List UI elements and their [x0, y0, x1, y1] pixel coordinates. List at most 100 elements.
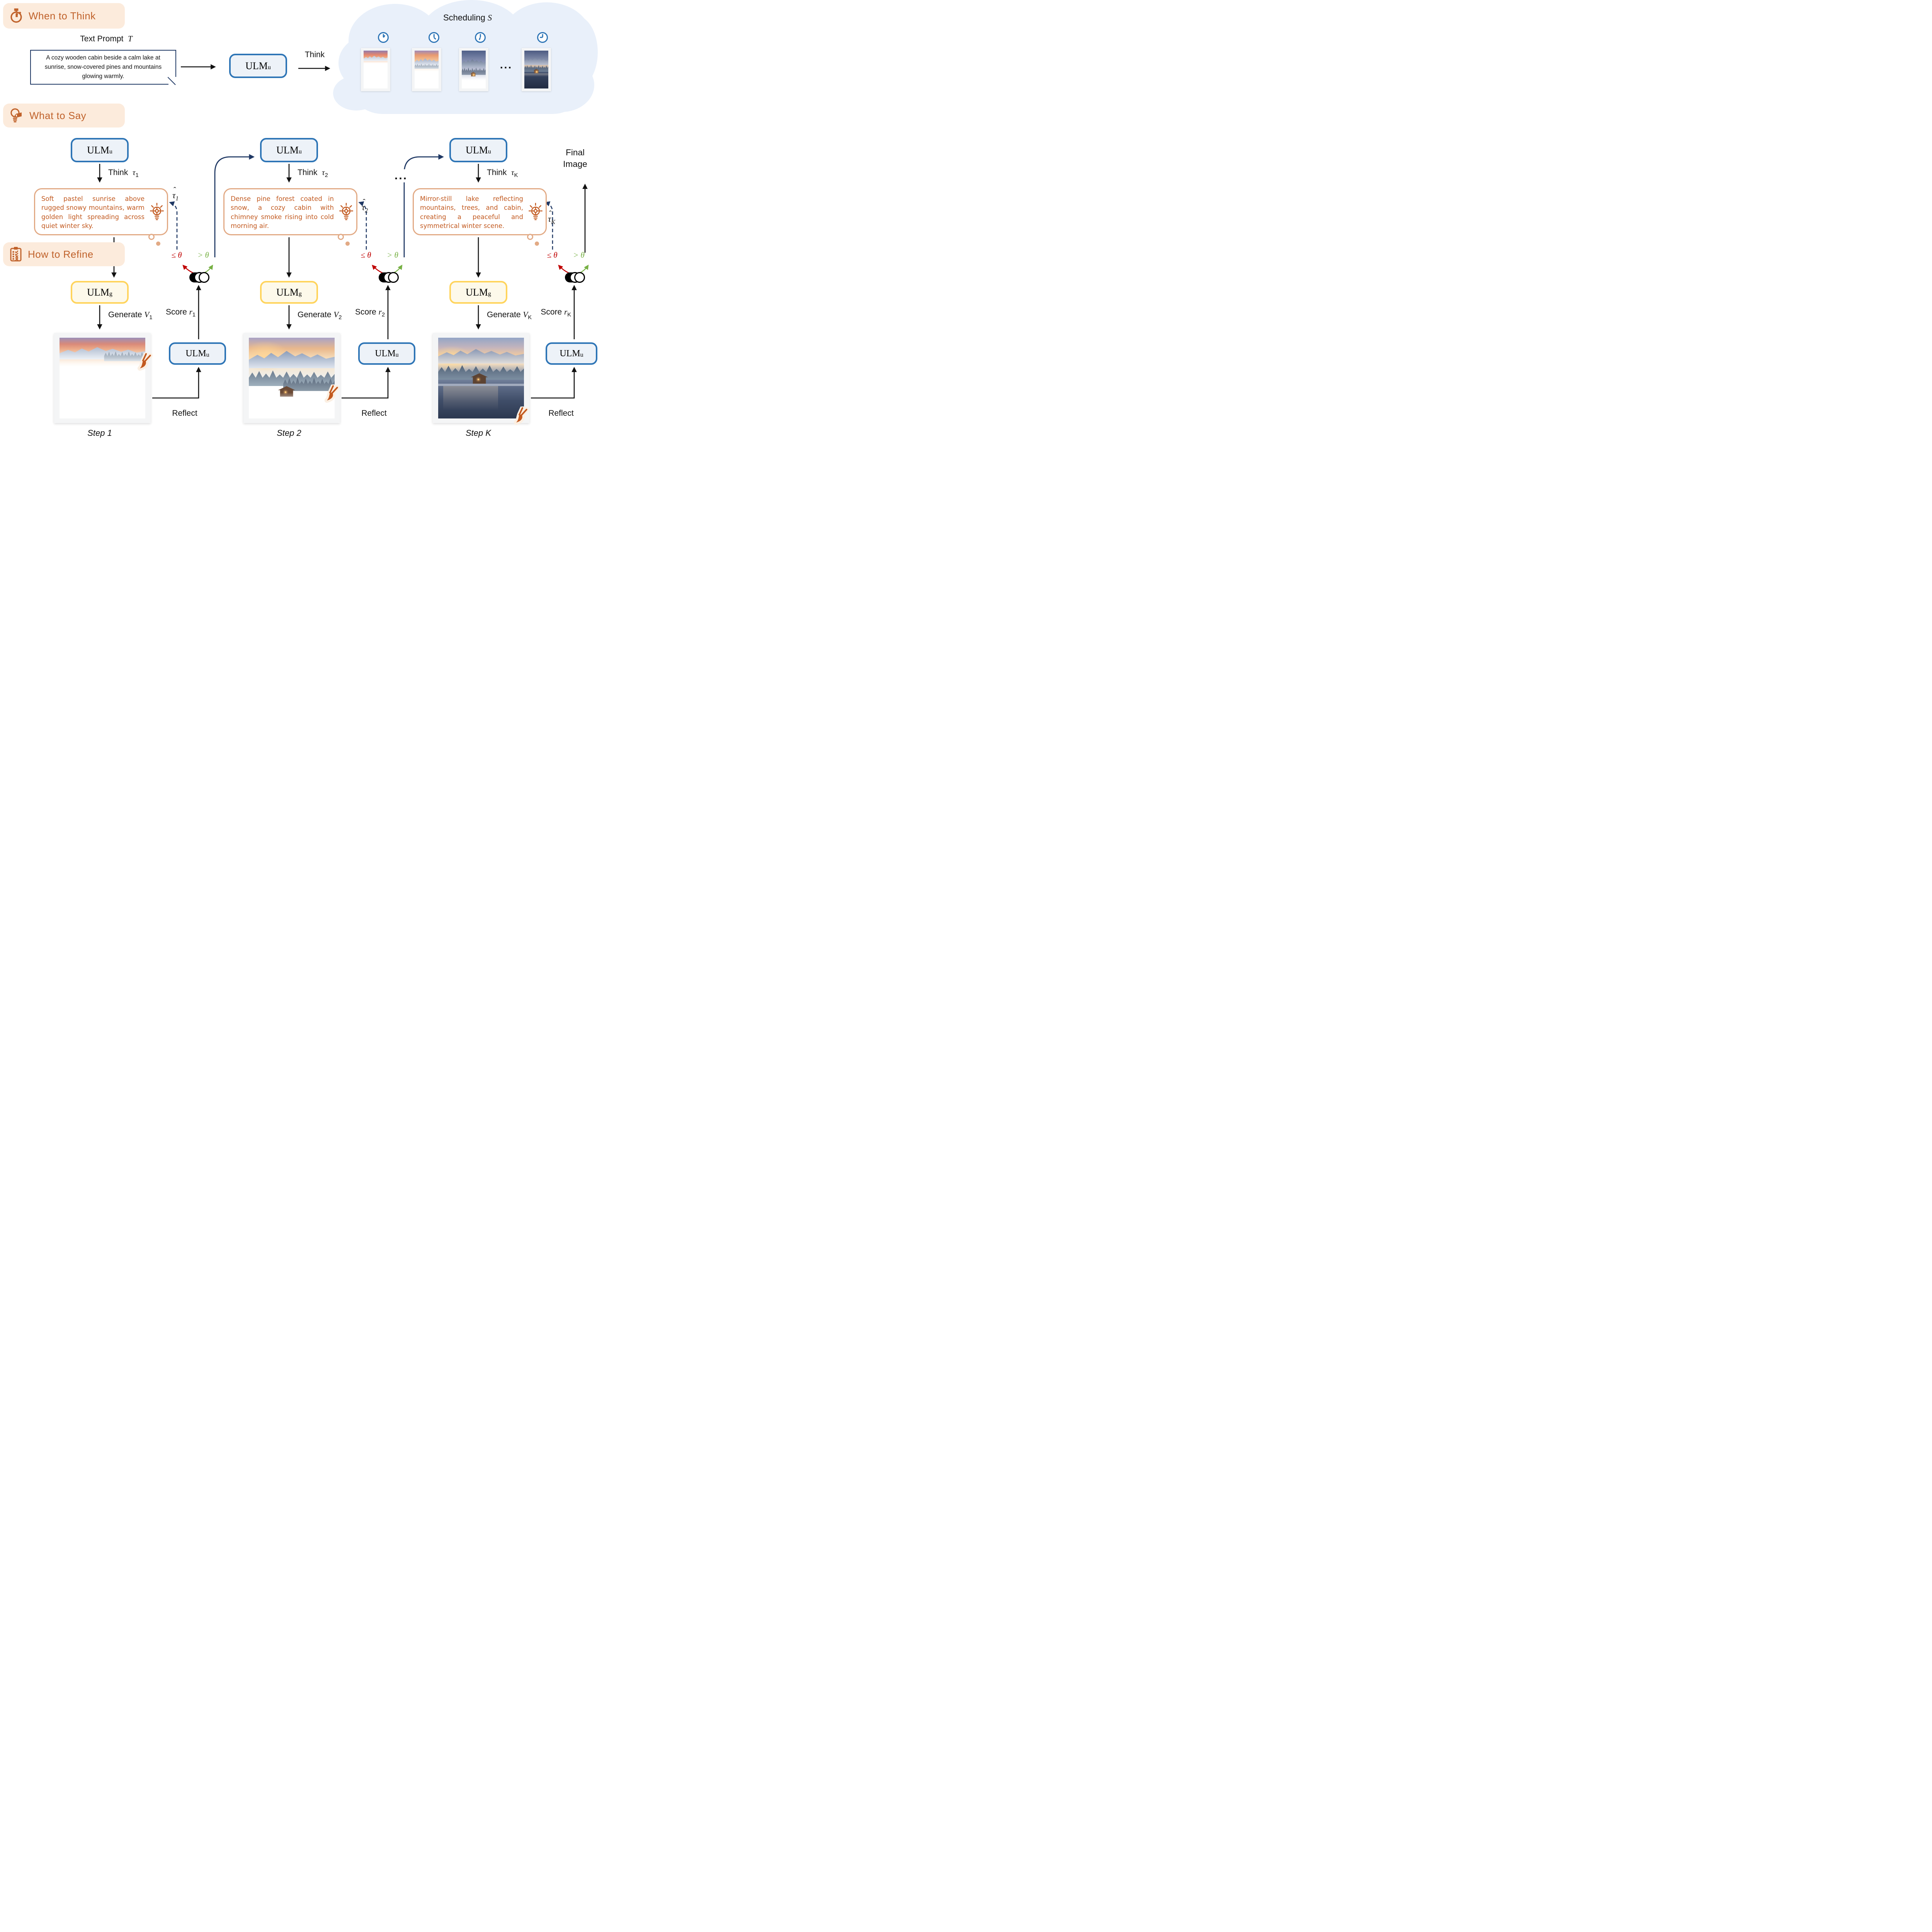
reflect-label-1: Reflect	[172, 409, 197, 418]
bubble-text: Dense pine forest coated in snow, a cozy…	[231, 195, 334, 230]
generate-label-1: Generate V1	[108, 310, 153, 321]
reflect-label-2: Reflect	[361, 409, 387, 418]
reflection	[443, 386, 498, 411]
scheduled-image-4	[522, 48, 551, 91]
toggle-knob	[574, 272, 585, 283]
generated-image-step2	[243, 333, 340, 423]
scheduled-image-1	[361, 48, 390, 91]
lightbulb-gear-icon	[339, 203, 353, 220]
photo	[438, 338, 524, 418]
think-bubble-K: Mirror-still lake reflecting mountains, …	[413, 188, 547, 235]
thought-dots-icon	[156, 242, 160, 246]
score-label-1: Score r1	[165, 307, 196, 318]
toggle-icon	[565, 272, 585, 283]
toggle-icon	[189, 272, 209, 283]
think-tau-label-2: Think τ2	[298, 168, 328, 179]
how-to-refine-badge: How to Refine	[3, 242, 125, 266]
step-label-K: Step K	[465, 428, 492, 438]
clipboard-icon	[10, 247, 22, 262]
photo	[249, 338, 335, 418]
gt-theta-label: > θ	[387, 250, 398, 260]
clock-icon	[429, 32, 439, 43]
bubble-text: Soft pastel sunrise above rugged snowy m…	[41, 195, 145, 230]
hour-hand	[434, 37, 437, 40]
le-theta-label: ≤ θ	[547, 250, 558, 260]
think-tau-label-1: Think τ1	[108, 168, 139, 179]
figure-canvas: When to Think Text Prompt T A cozy woode…	[0, 0, 598, 440]
photo	[364, 51, 388, 88]
omitted-steps-ellipsis: ...	[389, 169, 413, 182]
cabin	[533, 69, 539, 73]
think-label-top: Think	[304, 50, 325, 59]
scheduled-image-3	[459, 48, 488, 91]
score-label-2: Score r2	[355, 307, 385, 318]
thought-dots-icon	[535, 242, 539, 246]
reflect-label-K: Reflect	[548, 409, 574, 418]
photo	[415, 51, 439, 88]
photo-layer	[60, 358, 145, 418]
lightbulb-gear-icon	[150, 203, 164, 220]
badge-title: What to Say	[29, 109, 87, 121]
photo	[462, 51, 486, 88]
window-light	[473, 74, 474, 76]
text-prompt-box: A cozy wooden cabin beside a calm lake a…	[30, 50, 176, 85]
page-fold-corner	[168, 77, 176, 85]
hour-hand	[479, 37, 481, 41]
photo-layer	[249, 393, 335, 418]
photo-layer	[415, 67, 439, 88]
photo-layer	[364, 60, 388, 88]
badge-title: When to Think	[29, 10, 96, 22]
toggle-knob	[199, 272, 209, 283]
step-label-1: Step 1	[87, 428, 112, 438]
generate-label-K: Generate VK	[487, 310, 532, 321]
photo	[60, 338, 145, 418]
lake-line	[438, 384, 524, 386]
paintbrush-icon	[325, 384, 340, 403]
lightbulb-gear-icon	[529, 203, 543, 220]
photo	[524, 51, 548, 88]
think-tau-label-K: Think τK	[487, 168, 518, 179]
thought-dots-icon	[527, 234, 533, 240]
thought-dots-icon	[345, 242, 350, 246]
hour-hand	[540, 37, 543, 38]
photo-layer	[524, 73, 548, 77]
lightbulb-pencil-icon	[10, 108, 22, 122]
stopwatch-icon	[10, 8, 22, 23]
window-light	[285, 391, 287, 393]
scheduling-title: Scheduling S	[443, 13, 492, 22]
bubble-text: Mirror-still lake reflecting mountains, …	[420, 195, 523, 230]
photo-layer	[462, 76, 486, 88]
clock-icon	[378, 32, 389, 43]
window-light	[536, 71, 538, 73]
generated-image-step1	[54, 333, 151, 423]
final-image-label: Final Image	[563, 148, 587, 169]
minute-hand	[542, 34, 543, 37]
le-theta-label: ≤ θ	[171, 250, 182, 260]
toggle-icon	[379, 272, 399, 283]
badge-title: How to Refine	[28, 248, 94, 260]
text-prompt-label: Text Prompt T	[80, 34, 133, 43]
window-light	[478, 378, 480, 380]
cabin	[470, 71, 476, 77]
clock-icon	[475, 32, 486, 43]
prompt-text: A cozy wooden cabin beside a calm lake a…	[44, 54, 162, 80]
paintbrush-icon	[138, 352, 153, 371]
score-label-K: Score rK	[541, 307, 571, 318]
cloud-ellipsis: ...	[500, 59, 513, 71]
minute-hand	[480, 34, 481, 37]
when-to-think-badge: When to Think	[3, 3, 125, 29]
clock-icon	[537, 32, 548, 43]
think-bubble-2: Dense pine forest coated in snow, a cozy…	[223, 188, 357, 235]
le-theta-label: ≤ θ	[361, 250, 371, 260]
minute-hand	[433, 34, 435, 37]
